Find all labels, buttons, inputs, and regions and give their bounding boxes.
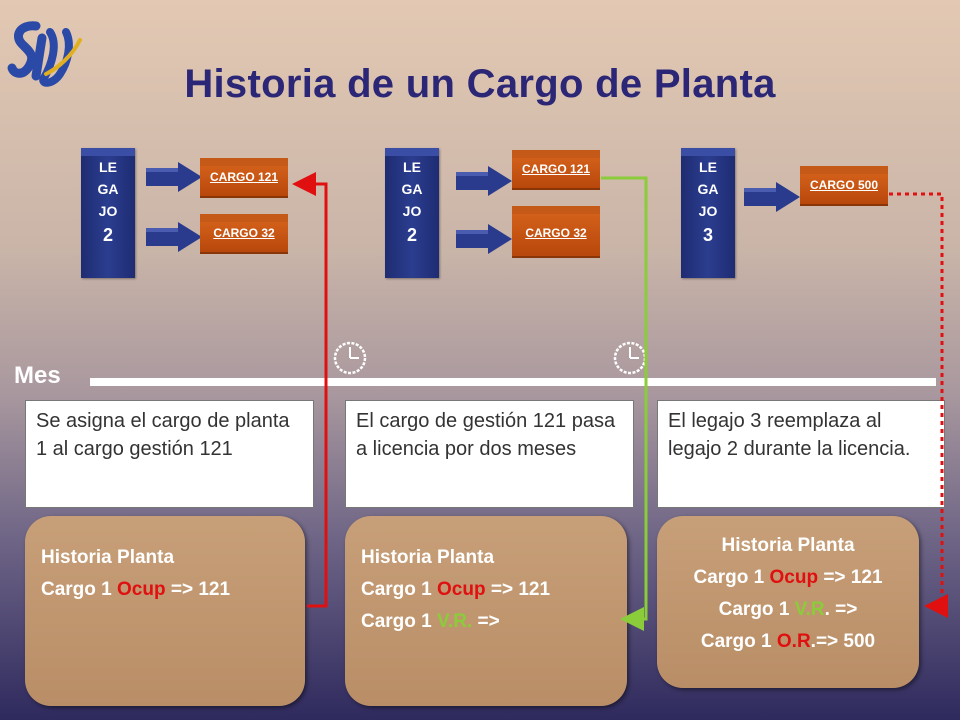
timeline-label: Mes — [14, 362, 61, 389]
cargo-box: CARGO 121 — [200, 158, 288, 196]
historia-line: Cargo 1 Ocup => 121 — [361, 579, 551, 600]
description-box-3: El legajo 3 reemplaza al legajo 2 durant… — [657, 400, 945, 508]
historia-line: Cargo 1 Ocup => 121 — [41, 579, 231, 600]
cargo-box: CARGO 32 — [512, 206, 600, 256]
timeline-bar — [90, 378, 936, 386]
historia-title: Historia Planta — [41, 547, 175, 568]
legajo-label-line: JO — [402, 203, 422, 219]
legajo-label-line: GA — [401, 181, 423, 197]
cargo-label: CARGO 32 — [213, 226, 275, 240]
description-box-2: El cargo de gestión 121 pasa a licencia … — [345, 400, 634, 508]
legajo-label-line: GA — [697, 181, 719, 197]
arrow-right-icon — [146, 222, 202, 252]
legajo-label-line: LE — [403, 159, 421, 175]
description-box-1: Se asigna el cargo de planta 1 al cargo … — [25, 400, 314, 508]
cargo-label: CARGO 500 — [809, 178, 879, 192]
cargo-box: CARGO 32 — [200, 214, 288, 252]
cargo-label: CARGO 121 — [209, 170, 279, 184]
historia-line: Cargo 1 Ocup => 121 — [693, 567, 883, 588]
legajo-number: 2 — [102, 225, 113, 245]
cargo-box: CARGO 121 — [512, 150, 600, 188]
page-title: Historia de un Cargo de Planta — [184, 62, 776, 106]
historia-title: Historia Planta — [361, 547, 495, 568]
historia-line: Cargo 1 V.R. => — [361, 611, 500, 632]
historia-box-2: Historia Planta Cargo 1 Ocup => 121 Carg… — [345, 516, 627, 706]
historia-box-3: Historia Planta Cargo 1 Ocup => 121 Carg… — [657, 516, 919, 688]
historia-line: Cargo 1 O.R.=> 500 — [700, 631, 876, 652]
historia-line: Cargo 1 V.R. => — [718, 599, 858, 620]
arrow-right-icon — [456, 166, 512, 196]
arrow-right-icon — [456, 224, 512, 254]
cargo-label: CARGO 121 — [521, 162, 591, 176]
connector-green — [601, 176, 648, 631]
clock-icon — [333, 341, 367, 375]
connector-red-solid — [292, 172, 328, 608]
si-logo-icon — [7, 21, 82, 87]
legajo-number: 3 — [702, 225, 713, 245]
cargo-box: CARGO 500 — [800, 166, 888, 204]
legajo-number: 2 — [406, 225, 417, 245]
arrow-right-icon — [146, 162, 202, 192]
legajo-card-1: LE GA JO 2 — [81, 148, 135, 278]
connector-red-dotted — [889, 192, 948, 618]
historia-title: Historia Planta — [721, 535, 855, 556]
legajo-card-2: LE GA JO 2 — [385, 148, 439, 278]
legajo-label-line: JO — [98, 203, 118, 219]
legajo-label-line: GA — [97, 181, 119, 197]
cargo-label: CARGO 32 — [525, 226, 587, 240]
legajo-label-line: LE — [99, 159, 117, 175]
legajo-label-line: LE — [699, 159, 717, 175]
arrow-right-icon — [744, 182, 800, 212]
legajo-label-line: JO — [698, 203, 718, 219]
historia-box-1: Historia Planta Cargo 1 Ocup => 121 — [25, 516, 305, 706]
legajo-card-3: LE GA JO 3 — [681, 148, 735, 278]
